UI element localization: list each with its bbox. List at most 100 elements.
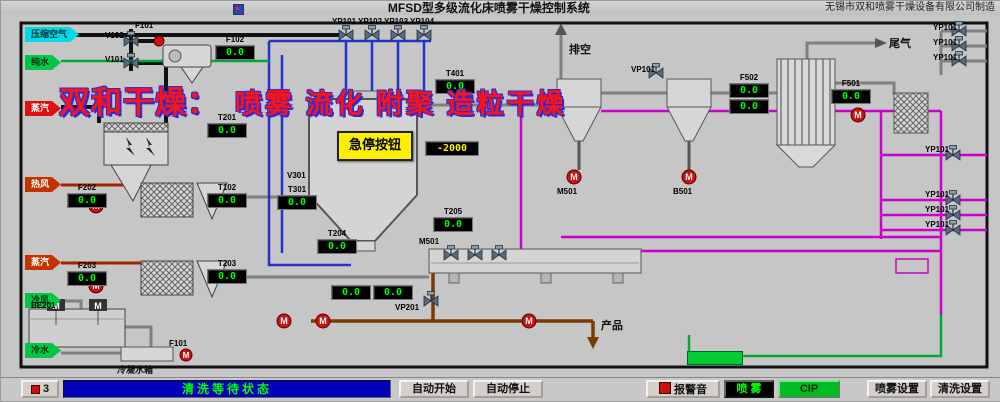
tag-V102: V102	[105, 31, 124, 40]
display-value: 0.0	[435, 79, 475, 94]
pump-label: M	[570, 172, 578, 182]
page-mini-button[interactable]: 3	[21, 380, 59, 398]
display-value: 0.0	[729, 99, 769, 114]
tag-YP101-r6: YP101	[925, 205, 950, 214]
display-value: 0.0	[207, 123, 247, 138]
mute-icon	[659, 382, 671, 394]
valve-icon[interactable]	[423, 290, 439, 307]
display-tag: F502	[739, 73, 759, 82]
pump-icon[interactable]: M	[681, 169, 697, 185]
spray-button[interactable]: 喷 雾	[724, 380, 774, 398]
product-arrow	[587, 337, 599, 349]
pump-icon[interactable]: M	[276, 313, 292, 329]
pump-label: M	[280, 316, 288, 326]
tag-YP101-r2: YP101	[933, 38, 958, 47]
pump-icon[interactable]: M	[850, 107, 866, 123]
exhaust-filter	[893, 92, 929, 134]
display-bed-a: 0.0	[331, 285, 371, 300]
valve-icon[interactable]	[390, 24, 406, 41]
cip-button[interactable]: CIP	[778, 380, 840, 398]
diagram-area: M M M M M M M M M M M	[1, 15, 1000, 377]
pump-icon[interactable]: M	[179, 348, 193, 362]
display-tag: T205	[443, 207, 463, 216]
display-level: -2000	[425, 141, 479, 156]
pump-icon-F101[interactable]	[153, 35, 165, 47]
display-value: -2000	[425, 141, 479, 156]
pump-label: M	[685, 172, 693, 182]
fluid-bed	[428, 248, 642, 284]
pump-label: M	[525, 316, 533, 326]
display-value: 0.0	[67, 193, 107, 208]
display-value: 0.0	[433, 217, 473, 232]
display-tag: T203	[217, 259, 237, 268]
tag-YP101-r3: YP101	[933, 53, 958, 62]
page-title: MFSD型多级流化床喷雾干燥控制系统	[387, 1, 590, 15]
pump-icon[interactable]: M	[315, 313, 331, 329]
display-value: 0.0	[729, 83, 769, 98]
tag-V101: V101	[105, 55, 124, 64]
tag-YP101-r4: YP101	[925, 145, 950, 154]
product-label: 产品	[601, 320, 623, 332]
display-value: 0.0	[831, 89, 871, 104]
auto-start-button[interactable]: 自动开始	[399, 380, 469, 398]
emergency-stop-button[interactable]: 急停按钮	[337, 131, 413, 161]
tag-YP101: YP101	[332, 17, 357, 26]
cyclone-1	[556, 78, 602, 170]
pump-label: M	[854, 110, 862, 120]
spray-settings-button[interactable]: 喷雾设置	[867, 380, 927, 398]
tag-YP101-r7: YP101	[925, 220, 950, 229]
display-tag: T201	[217, 113, 237, 122]
cyclone-2	[666, 78, 712, 170]
tag-YP103: YP103	[384, 17, 409, 26]
tank-BE201: M M	[28, 299, 126, 348]
valve-icon[interactable]	[338, 24, 354, 41]
display-value: 0.0	[373, 285, 413, 300]
display-value: 0.0	[207, 269, 247, 284]
tag-F101-b: F101	[169, 339, 188, 348]
display-bed-b: 0.0	[373, 285, 413, 300]
mute-alarm-button[interactable]: 报警音	[646, 380, 720, 398]
clean-settings-button[interactable]: 清洗设置	[930, 380, 990, 398]
pipes-brown	[311, 271, 595, 337]
app-icon	[233, 4, 244, 15]
valve-icon[interactable]	[416, 24, 432, 41]
tag-YP102: YP102	[358, 17, 383, 26]
condensate-tank	[120, 346, 174, 362]
vent-label: 排空	[569, 44, 591, 56]
inlet-cool-water: 冷水	[25, 343, 61, 358]
status-bar: 清洗等待状态	[63, 380, 391, 398]
inlet-steam-1: 蒸汽	[25, 101, 61, 116]
display-tag: F203	[77, 261, 97, 270]
valve-icon[interactable]	[364, 24, 380, 41]
pump-icon[interactable]: M	[566, 169, 582, 185]
clean-indicator	[687, 351, 743, 365]
electrostatic-precipitator	[103, 122, 169, 203]
tag-M501-b: M501	[419, 237, 440, 246]
pump-icon[interactable]: M	[521, 313, 537, 329]
pump-label: M	[92, 281, 100, 291]
tag-V301: V301	[287, 171, 306, 180]
display-value: 0.0	[207, 193, 247, 208]
display-F502-b: 0.0	[729, 99, 769, 114]
inlet-hot-air: 热风	[25, 177, 61, 192]
heat-exchanger-2	[140, 260, 228, 299]
auto-stop-button[interactable]: 自动停止	[473, 380, 543, 398]
display-value: 0.0	[317, 239, 357, 254]
inlet-steam-2: 蒸汽	[25, 255, 61, 270]
condensate-label: 冷凝水箱	[117, 365, 154, 375]
tailgas-label: 尾气	[889, 38, 911, 50]
alarm-dot-icon	[30, 384, 40, 394]
pump-label: M	[183, 351, 190, 360]
inlet-pure-water: 纯水	[25, 55, 61, 70]
tailgas-arrow	[875, 38, 887, 48]
